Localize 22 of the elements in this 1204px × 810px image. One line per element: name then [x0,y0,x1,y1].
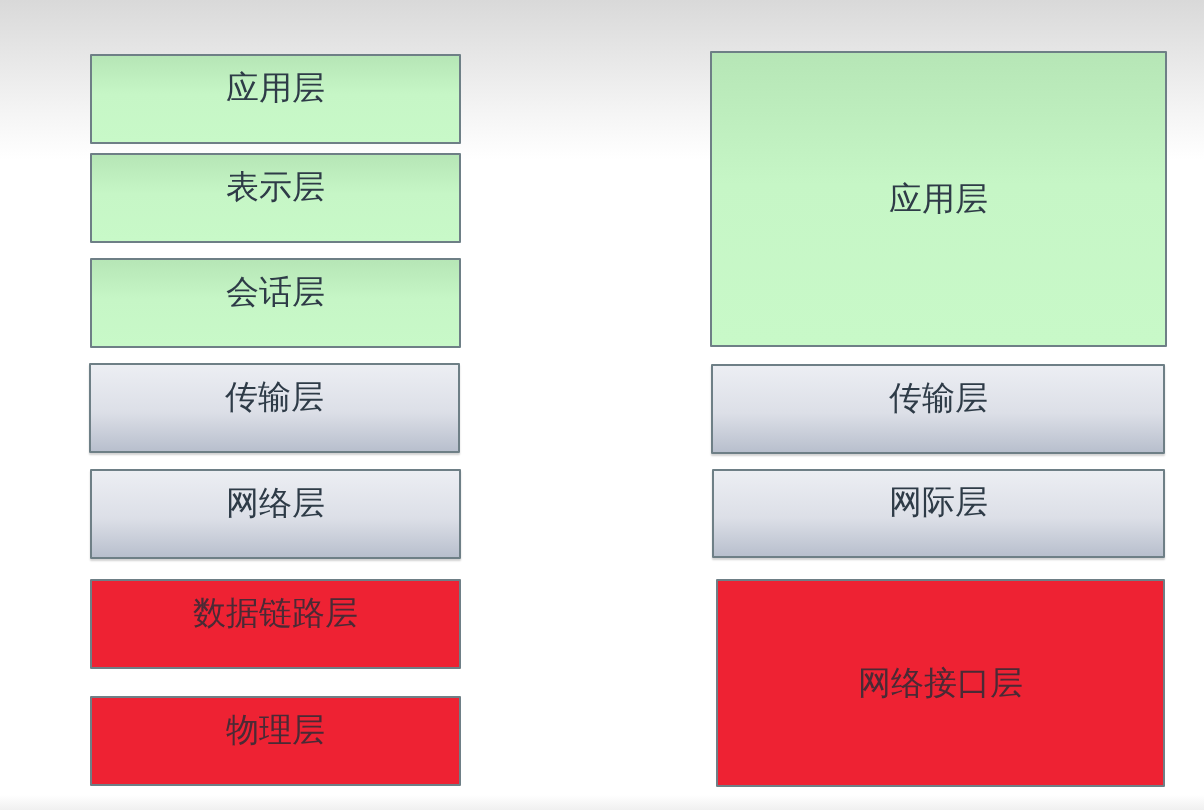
layer-label: 网络接口层 [858,664,1023,702]
layer-box [90,469,461,559]
layer-box [711,364,1165,454]
layer-label: 传输层 [225,378,324,416]
layer-box [716,579,1165,787]
layer-label: 网际层 [889,484,988,521]
layer-box [90,54,461,144]
layer-box [90,696,461,786]
layer-label: 会话层 [226,273,325,311]
layer-box [90,153,461,243]
layer-label: 传输层 [888,379,988,417]
layer-label: 网络层 [226,484,325,522]
layer-box [89,363,460,453]
layer-label: 应用层 [889,180,988,218]
layer-label: 表示层 [226,168,325,206]
layer-box [90,579,461,669]
layer-box [712,469,1165,558]
layer-label: 物理层 [226,711,325,749]
layer-box [90,258,461,348]
layer-label: 应用层 [226,69,325,107]
layer-label: 数据链路层 [193,594,358,632]
layer-box [710,51,1167,347]
